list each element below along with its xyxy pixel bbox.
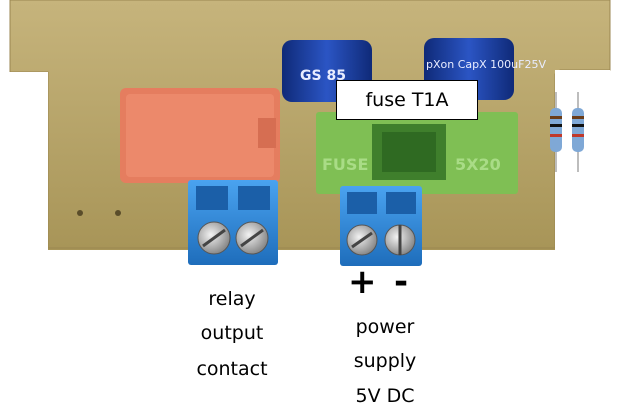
relay	[120, 88, 280, 183]
cap2-text: pXon CapX 100uF25V	[426, 58, 546, 71]
fuse-text-right: 5X20	[455, 155, 501, 174]
pad	[115, 210, 121, 216]
relay-caption-line1: relay	[208, 288, 256, 310]
minus-sign: -	[394, 262, 409, 302]
power-caption-line2: supply	[353, 350, 417, 372]
fuse-text-left: FUSE	[322, 155, 368, 174]
fuse-holder: FUSE 5X20	[316, 112, 518, 194]
resistors	[550, 92, 584, 172]
pad	[77, 210, 83, 216]
plus-sign: +	[348, 262, 377, 302]
fuse-callout: fuse T1A	[336, 80, 478, 120]
power-caption-line3: 5V DC	[355, 385, 415, 407]
cap1-text: GS 85	[300, 68, 346, 84]
power-caption-line1: power	[355, 316, 415, 338]
relay-caption-line3: contact	[196, 358, 268, 380]
terminal-block-relay	[188, 180, 278, 265]
terminal-block-power	[340, 186, 422, 266]
relay-caption-line2: output	[200, 322, 264, 344]
